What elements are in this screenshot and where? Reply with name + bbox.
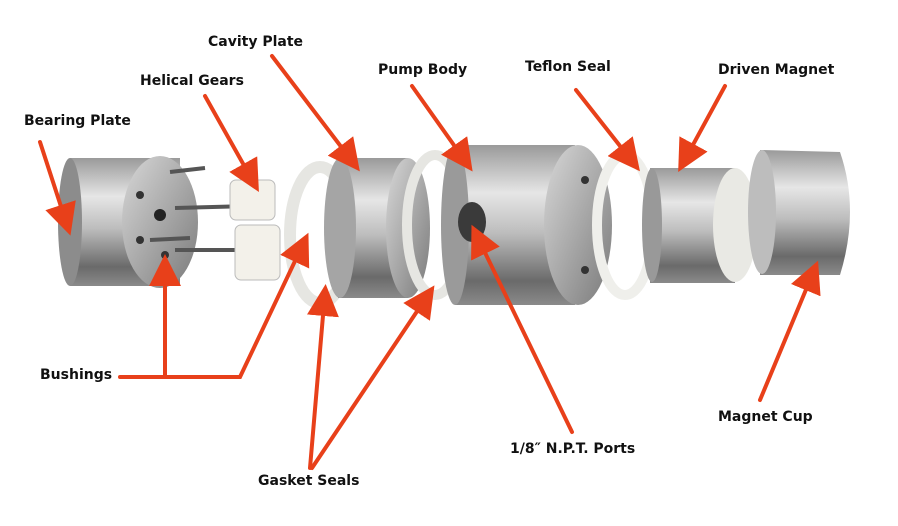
helical-gears [229,179,281,281]
label-teflon-seal: Teflon Seal [525,59,611,75]
label-bushings: Bushings [40,367,113,383]
label-npt-ports: 1/8″ N.P.T. Ports [510,441,636,457]
callout-arrows [38,54,821,470]
bearing-plate [58,156,198,288]
driven-magnet [642,168,757,283]
label-helical-gears: Helical Gears [140,73,244,89]
arrow-helical-gears [203,94,259,192]
label-magnet-cup: Magnet Cup [718,409,813,425]
magnet-cup [748,150,850,275]
pump-body [441,145,612,305]
arrow-driven-magnet [678,84,727,173]
arrow-bushings [118,232,310,379]
label-gasket-seals: Gasket Seals [258,473,360,489]
label-driven-magnet: Driven Magnet [718,62,835,78]
label-pump-body: Pump Body [378,62,468,78]
label-bearing-plate: Bearing Plate [24,113,131,129]
label-cavity-plate: Cavity Plate [208,34,304,50]
arrow-pump-body [410,84,473,172]
arrow-magnet-cup [758,260,821,402]
arrow-gasket-seals-1 [307,284,339,470]
arrow-cavity-plate [270,54,360,172]
arrow-npt-ports [471,224,574,434]
arrow-gasket-seals-2 [310,285,435,470]
arrow-bearing-plate [38,140,76,236]
arrow-teflon-seal [574,88,640,172]
